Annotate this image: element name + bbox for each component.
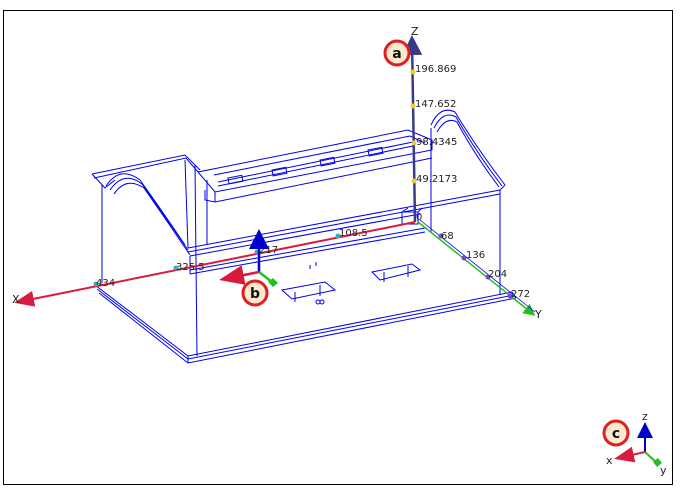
z-tick-label: 147.652 <box>415 99 456 110</box>
y-tick-marker <box>461 255 467 261</box>
y-axis-ruler[interactable]: Y 68 136 204 272 <box>417 219 542 321</box>
z-axis-label: Z <box>411 25 419 38</box>
callout-a: a <box>383 39 411 67</box>
triad-x-label: x <box>606 454 613 467</box>
z-axis-ruler[interactable]: Z 196.869 147.652 98.4345 49.2173 0 <box>402 25 458 223</box>
x-tick-label: 434 <box>96 278 115 289</box>
view-orientation-triad[interactable]: z x y <box>606 410 667 477</box>
right-wall <box>430 128 501 295</box>
z-tick-marker <box>411 140 417 146</box>
left-wall <box>101 159 208 357</box>
x-axis-label: X <box>12 293 20 306</box>
right-arch <box>430 109 506 191</box>
triad-y-label: y <box>660 464 667 477</box>
callout-c: c <box>602 419 630 447</box>
base-plate <box>94 284 517 364</box>
z-tick-marker <box>410 103 416 109</box>
x-tick-marker <box>93 281 99 287</box>
z-tick-label: 98.4345 <box>416 137 457 148</box>
floor-bracket-1 <box>280 262 337 305</box>
z-tick-label: 196.869 <box>415 64 456 75</box>
x-tick-marker <box>335 233 341 239</box>
callout-c-letter: c <box>612 426 620 442</box>
x-tick-marker <box>173 265 179 271</box>
y-axis-label: Y <box>534 308 542 321</box>
left-top-cap <box>91 154 201 189</box>
y-tick-marker <box>507 293 513 299</box>
y-tick-label: 272 <box>511 289 530 300</box>
x-axis-ruler[interactable]: X 108.5 217 325.5 434 <box>12 221 416 307</box>
callout-b-letter: b <box>250 286 260 302</box>
z-tick-label: 49.2173 <box>416 174 457 185</box>
y-tick-label: 204 <box>488 269 507 280</box>
local-coordinate-system[interactable] <box>219 229 278 287</box>
z-tick-label: 0 <box>416 212 422 223</box>
y-tick-label: 136 <box>466 250 485 261</box>
z-tick-marker <box>410 69 416 75</box>
x-tick-label: 325.5 <box>176 262 205 273</box>
floor-bracket-2 <box>370 263 422 282</box>
x-tick-label: 217 <box>259 245 278 256</box>
left-arch <box>105 173 191 256</box>
y-tick-marker <box>438 233 444 239</box>
callout-b: b <box>241 279 269 307</box>
callout-a-letter: a <box>392 46 401 62</box>
y-tick-label: 68 <box>441 231 454 242</box>
z-tick-marker <box>411 178 417 184</box>
triad-z-label: z <box>642 410 648 423</box>
top-rail <box>197 129 433 203</box>
x-tick-label: 108.5 <box>339 228 368 239</box>
y-tick-marker <box>485 274 491 280</box>
